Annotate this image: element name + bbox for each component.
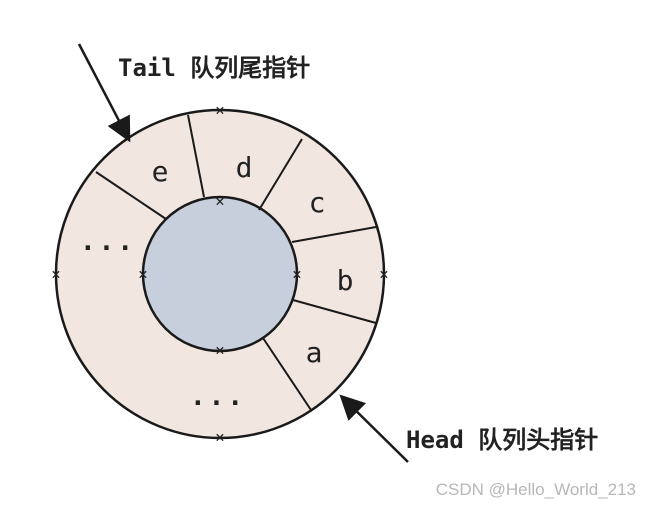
segment-label-e: e	[152, 155, 169, 188]
x-marker: ×	[215, 192, 225, 211]
divider-line	[262, 337, 312, 411]
tail-pointer-arrow	[77, 43, 131, 143]
x-marker: ×	[215, 428, 225, 447]
segment-label-d: d	[236, 151, 253, 184]
segment-label-a: a	[306, 336, 323, 369]
inner-hub	[141, 195, 299, 353]
head-pointer-arrow	[339, 394, 409, 463]
x-marker: ×	[138, 265, 148, 284]
divider-line	[95, 171, 167, 220]
divider-line	[258, 138, 303, 211]
tail-pointer-label: Tail 队列尾指针	[118, 54, 310, 82]
x-marker: ×	[215, 341, 225, 360]
head-pointer-label: Head 队列头指针	[406, 426, 598, 454]
x-marker: ×	[51, 265, 61, 284]
divider-line	[292, 299, 377, 324]
x-marker: ×	[379, 265, 389, 284]
segment-label-b: b	[337, 264, 354, 297]
divider-line	[187, 114, 205, 198]
watermark: CSDN @Hello_World_213	[435, 480, 636, 499]
divider-line	[291, 226, 377, 243]
segment-label-ellipsis-bottom: ...	[190, 382, 246, 412]
x-marker: ×	[292, 265, 302, 284]
segment-label-c: c	[309, 186, 326, 219]
x-marker: ×	[215, 101, 225, 120]
segment-label-ellipsis-left: ...	[80, 227, 136, 257]
